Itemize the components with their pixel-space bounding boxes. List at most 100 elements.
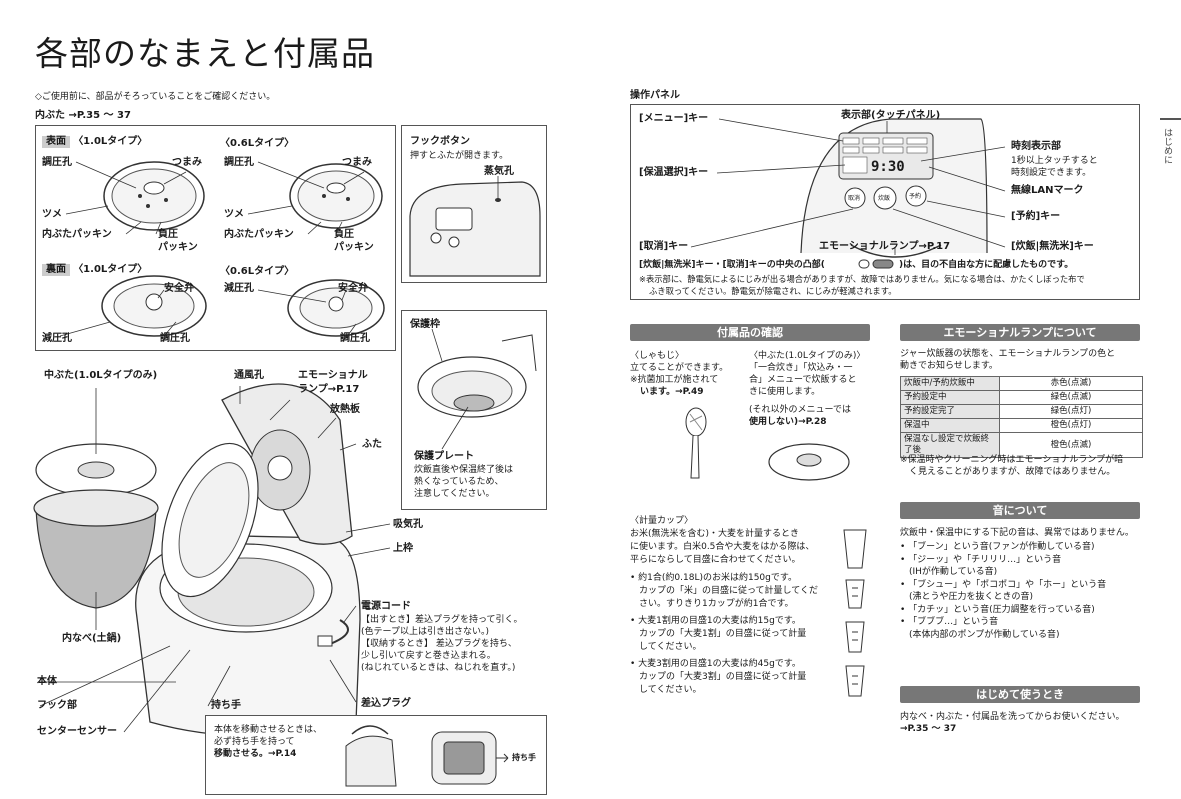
sound-item: • 「ジーッ」や「チリリリ…」という音 (900, 554, 1062, 565)
hook-part-label: フック部 (37, 700, 77, 711)
handle-illustrations (345, 725, 509, 787)
top-frame-label: 上枠 (393, 543, 413, 554)
handle-label: 持ち手 (211, 700, 241, 711)
front-06-type: 〈0.6Lタイプ〉 (220, 138, 295, 149)
panel-note-1a: [炊飯|無洗米]キー・[取消]キーの中央の凸部( (639, 260, 825, 270)
hook-button-box: フックボタン 押すとふたが開きます。 蒸気孔 (401, 125, 547, 283)
vent-label: 通風孔 (234, 370, 264, 381)
cup-bullet-1-l3: さい。すりきり1カップが約1合です。 (639, 599, 794, 609)
cord-desc-2: (色テープ以上は引き出さない。) (361, 627, 489, 637)
nakabuta-desc-2: 合」メニューで炊飯すると (749, 375, 857, 385)
protection-desc-3: 注意してください。 (414, 489, 495, 499)
cup-desc-2: に使います。白米0.5合や大麦をはかる際は、 (630, 542, 815, 552)
hook-button-title: フックボタン (410, 136, 470, 147)
emotional-row-color: 緑色(点滅) (999, 390, 1143, 405)
back-10-type: 〈1.0Lタイプ〉 (73, 264, 148, 275)
emotional-row-state: 保温なし設定で炊飯終了後 (900, 432, 1000, 458)
cup-desc-1: お米(無洗米を含む)・大麦を計量するとき (630, 529, 800, 539)
first-use-ref: →P.35 〜 37 (900, 724, 957, 734)
panel-note-3: ふき取ってください。静電気が除電され、にじみが軽減されます。 (649, 286, 897, 296)
panel-note-1b: )は、目の不自由な方に配慮したものです。 (899, 260, 1074, 270)
protection-plate-illustration (417, 328, 537, 450)
emotional-row: 保温なし設定で炊飯終了後橙色(点滅) (900, 432, 1143, 458)
front-10-type: 〈1.0Lタイプ〉 (73, 136, 148, 147)
emotional-row-state: 炊飯中/予約炊飯中 (900, 376, 1000, 391)
emotional-desc-1: ジャー炊飯器の状態を、エモーショナルランプの色と (900, 349, 1116, 359)
heat-plate-label: 放熱板 (330, 404, 360, 415)
sound-item: • 「ブーン」という音(ファンが作動している音) (900, 542, 1095, 552)
sound-item: (沸とうや圧力を抜くときの音) (900, 592, 1034, 602)
cord-desc-5: (ねじれているときは、ねじれを直す。) (361, 663, 516, 673)
emotional-row: 予約設定完了緑色(点灯) (900, 404, 1143, 419)
sound-item: • 「カチッ」という音(圧力調整を行っている音) (900, 604, 1095, 615)
first-use-header: はじめて使うとき (900, 686, 1140, 703)
panel-btn-cook[interactable]: 炊飯 (878, 195, 891, 202)
body-label: 本体 (37, 676, 57, 687)
emotional-note-1: ※保温時やクリーニング時はエモーショナルランプが暗 (900, 455, 1124, 465)
cord-desc-1: 【出すとき】差込プラグを持って引く。 (361, 615, 523, 625)
panel-box: 9:30 取消 炊飯 予約 表示部(タッチパネル) [メニュー]キー [保温選択… (630, 104, 1140, 300)
nakabuta-desc-5: 使用しない)→P.28 (749, 417, 827, 427)
handle-desc-2: 必ず持ち手を持って (214, 737, 295, 747)
shamoji-desc-1: 立てることができます。 (630, 363, 729, 373)
handle-desc-1: 本体を移動させるときは、 (214, 725, 323, 735)
protection-desc-1: 炊飯直後や保温終了後は (414, 465, 514, 475)
time-display-desc-1: 1秒以上タッチすると (1011, 156, 1098, 166)
first-use-desc: 内なべ・内ぶた・付属品を洗ってからお使いください。 (900, 712, 1125, 722)
shamoji-desc-3: います。→P.49 (640, 387, 704, 397)
center-sensor-label: センターセンサー (37, 726, 117, 737)
claw-label: ツメ (42, 209, 62, 220)
hook-button-desc: 押すとふたが開きます。 (410, 151, 509, 161)
time-display-desc-2: 時刻設定できます。 (1011, 168, 1092, 178)
panel-illustration (690, 118, 1006, 269)
emotional-row-color: 緑色(点灯) (999, 404, 1143, 419)
pressure-hole-label-06: 調圧孔 (224, 157, 254, 168)
knob-label-06: つまみ (342, 157, 372, 168)
emotional-row-state: 保温中 (900, 418, 1000, 433)
cup-title: 〈計量カップ〉 (630, 516, 694, 526)
decompress-hole-label: 減圧孔 (42, 333, 72, 344)
emotional-row: 予約設定中緑色(点滅) (900, 390, 1143, 405)
cancel-key-label: [取消]キー (639, 241, 689, 252)
emotional-row-color: 橙色(点滅) (999, 432, 1143, 458)
cook-key-label: [炊飯|無洗米]キー (1011, 241, 1094, 252)
inner-lid-ref: 内ぶた →P.35 〜 37 (35, 110, 131, 121)
panel-time-value: 9:30 (871, 159, 905, 175)
emotional-row-state: 予約設定完了 (900, 404, 1000, 419)
nakabuta-desc-1: 「一合炊き」「炊込み・一 (749, 363, 853, 373)
safety-valve-label: 安全弁 (164, 283, 194, 294)
decompress-hole-label-06: 減圧孔 (224, 283, 254, 294)
back-06-type: 〈0.6Lタイプ〉 (220, 266, 295, 277)
keep-key-label: [保温選択]キー (639, 167, 709, 178)
inner-lid-box: 表面 〈1.0Lタイプ〉 〈0.6Lタイプ〉 調圧孔 つまみ ツメ 内ぶたパッキ… (35, 125, 396, 351)
emotional-desc-2: 動きでお知らせします。 (900, 361, 998, 371)
cup-bullet-2-l1: • 大麦1割用の目盛1の大麦は約15gです。 (630, 616, 801, 626)
claw-label-06: ツメ (224, 209, 244, 220)
panel-note-2: ※表示部に、静電気によるにじみが出る場合がありますが、故障ではありません。気にな… (639, 274, 1085, 284)
middle-lid-label: 中ぶた(1.0Lタイプのみ) (44, 370, 158, 381)
shamoji-title: 〈しゃもじ〉 (630, 351, 685, 361)
back-pressure-hole-label: 調圧孔 (160, 333, 190, 344)
panel-heading: 操作パネル (630, 90, 680, 101)
emotional-row: 保温中橙色(点灯) (900, 418, 1143, 433)
nakabuta-illustration (768, 443, 850, 481)
cup-bullet-3-l2: カップの「大麦3割」の目盛に従って計量 (639, 672, 807, 682)
handle-callout: 持ち手 (512, 753, 536, 762)
cord-desc-4: 少し引いて戻すと巻き込まれる。 (361, 651, 496, 661)
time-display-label: 時刻表示部 (1011, 141, 1061, 152)
cup-bullet-3-l3: してください。 (639, 685, 702, 695)
emotional-row-color: 橙色(点灯) (999, 418, 1143, 433)
protection-box: 保護枠 保護プレート 炊飯直後や保温終了後は 熱くなっているため、 注意してくだ… (401, 310, 547, 510)
panel-btn-cancel[interactable]: 取消 (848, 195, 861, 202)
panel-btn-reserve[interactable]: 予約 (909, 193, 922, 200)
accessories-header: 付属品の確認 (630, 324, 870, 341)
negpressure-label: 負圧 (158, 229, 178, 240)
lid-label: ふた (362, 439, 382, 450)
cord-desc-3: 【収納するとき】 差込プラグを持ち、 (361, 639, 517, 649)
emotional-row-color: 赤色(点滅) (999, 376, 1143, 391)
emotional-header: エモーショナルランプについて (900, 324, 1140, 341)
negpressure-label2-06: パッキン (334, 242, 374, 253)
inner-pot-label: 内なべ(土鍋) (62, 633, 122, 644)
pressure-hole-label: 調圧孔 (42, 157, 72, 168)
emotional-lamp-label-2: ランプ→P.17 (298, 384, 360, 395)
